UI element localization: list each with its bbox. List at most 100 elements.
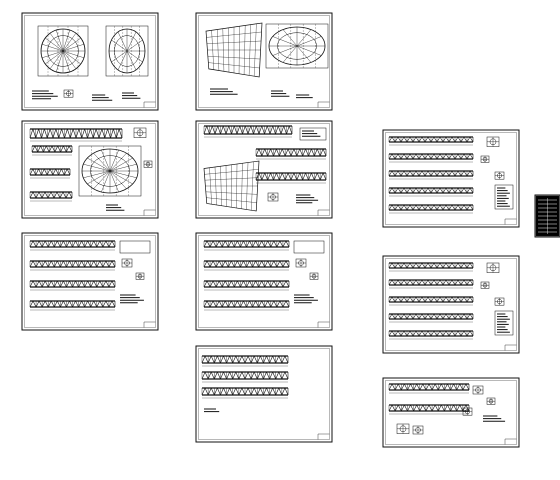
diagonal-member	[206, 280, 211, 288]
radial-rib	[62, 50, 81, 65]
radial-rib	[117, 31, 128, 52]
diagonal-member	[50, 260, 55, 268]
diagonal-member	[62, 191, 67, 199]
diagonal-member	[410, 404, 414, 412]
sheet-border	[382, 377, 520, 448]
diagonal-member	[206, 125, 210, 135]
diagonal-member	[220, 355, 224, 364]
diagonal-member	[38, 128, 42, 139]
diagonal-member	[397, 404, 402, 412]
diagonal-member	[456, 383, 461, 391]
diagonal-member	[418, 204, 423, 211]
diagonal-member	[442, 187, 447, 194]
diagonal-member	[250, 125, 254, 135]
roof-member	[204, 169, 259, 175]
diagonal-member	[277, 125, 282, 135]
diagonal-member	[314, 172, 318, 181]
diagonal-member	[84, 128, 88, 139]
note-block	[106, 204, 125, 211]
diagonal-member	[53, 191, 58, 199]
note-block	[296, 94, 313, 99]
diagonal-member	[397, 170, 402, 177]
diagonal-member	[463, 170, 468, 177]
diagonal-member	[460, 296, 465, 303]
diagonal-member	[93, 300, 98, 308]
diagonal-member	[406, 136, 411, 143]
diagonal-member	[285, 240, 290, 248]
diagonal-member	[302, 148, 306, 157]
diagonal-member	[231, 300, 235, 308]
radial-rib	[296, 29, 312, 47]
diagonal-member	[454, 296, 459, 303]
diagonal-member	[284, 387, 289, 396]
diagonal-member	[418, 330, 423, 337]
diagonal-member	[93, 240, 98, 248]
diagonal-member	[430, 153, 435, 160]
diagonal-member	[270, 280, 275, 288]
diagonal-member	[388, 313, 393, 320]
diagonal-member	[409, 279, 414, 286]
diagonal-member	[96, 240, 101, 248]
diagonal-member	[252, 240, 256, 248]
diagonal-member	[261, 148, 266, 157]
diagonal-member	[267, 300, 272, 308]
diagonal-member	[261, 172, 266, 181]
diagonal-member	[218, 240, 223, 248]
dome-plan	[78, 145, 142, 197]
diagonal-member	[270, 240, 275, 248]
radial-rib	[282, 29, 298, 47]
diagonal-member	[442, 279, 447, 286]
diagonal-member	[237, 260, 241, 268]
diagonal-member	[209, 280, 214, 288]
roof-space-frame	[203, 160, 260, 212]
diagonal-member	[229, 355, 233, 364]
diagonal-member	[270, 300, 275, 308]
diagonal-member	[90, 240, 95, 248]
diagonal-member	[391, 170, 396, 177]
diagonal-member	[267, 148, 271, 157]
diagonal-member	[421, 136, 426, 143]
diagonal-member	[258, 300, 262, 308]
diagonal-member	[412, 313, 417, 320]
diagonal-member	[41, 128, 45, 139]
connection-detail	[143, 160, 153, 168]
diagonal-member	[437, 383, 442, 391]
diagonal-member	[394, 313, 399, 320]
diagonal-member	[270, 148, 274, 157]
diagonal-member	[32, 191, 37, 199]
diagonal-member	[284, 355, 289, 364]
diagonal-member	[415, 279, 420, 286]
diagonal-member	[38, 300, 43, 308]
diagonal-member	[421, 153, 426, 160]
drawing-sheet-c1	[21, 232, 159, 331]
note-block	[294, 294, 318, 304]
diagonal-member	[249, 240, 253, 248]
diagonal-member	[253, 125, 257, 135]
diagonal-member	[397, 383, 402, 391]
diagonal-member	[253, 355, 258, 364]
diagonal-member	[110, 128, 114, 139]
diagonal-member	[403, 313, 408, 320]
grid-frame	[37, 25, 89, 77]
connection-detail	[121, 258, 133, 268]
diagonal-member	[51, 145, 56, 153]
diagonal-member	[78, 300, 82, 308]
radial-rib	[62, 44, 84, 52]
diagonal-member	[463, 153, 468, 160]
diagonal-member	[75, 240, 79, 248]
truss-elevation	[201, 355, 289, 367]
sheets-layer	[21, 12, 560, 448]
diagonal-member	[246, 280, 250, 288]
diagonal-member	[50, 240, 55, 248]
connection-detail	[486, 136, 500, 147]
diagonal-member	[226, 355, 230, 364]
diagonal-member	[439, 204, 444, 211]
diagonal-member	[75, 128, 80, 139]
diagonal-member	[223, 371, 227, 380]
diagonal-member	[206, 260, 211, 268]
diagonal-member	[453, 383, 457, 391]
diagonal-member	[285, 300, 290, 308]
diagonal-member	[436, 153, 441, 160]
diagonal-member	[406, 279, 411, 286]
diagonal-member	[391, 296, 396, 303]
